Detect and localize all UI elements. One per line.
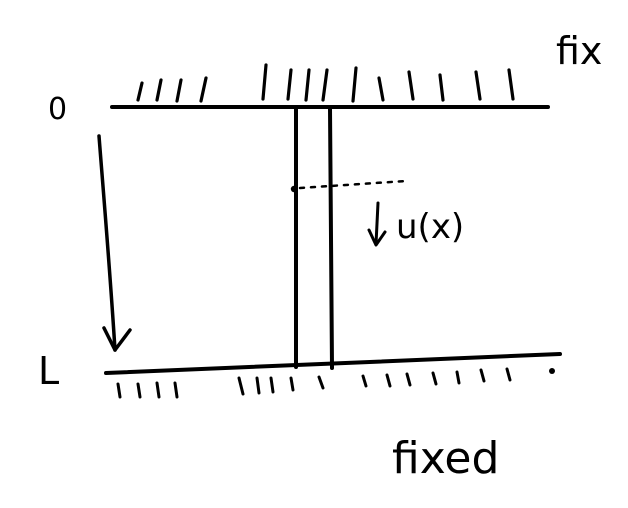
bottom-hatch-dot	[549, 368, 555, 374]
dotted-leader-line	[298, 179, 408, 190]
bottom-fixed-label: fixed	[392, 433, 499, 484]
axis-arrow	[97, 134, 132, 352]
origin-label: 0	[48, 92, 67, 127]
element-right-edge	[328, 106, 334, 370]
leader-point	[290, 185, 298, 193]
bottom-hatching	[116, 367, 512, 399]
displacement-arrow	[367, 201, 387, 247]
displacement-label: u(x)	[396, 207, 464, 247]
top-fix-label: fix	[556, 29, 602, 73]
length-label: L	[38, 349, 59, 393]
top-hatching	[136, 63, 515, 103]
